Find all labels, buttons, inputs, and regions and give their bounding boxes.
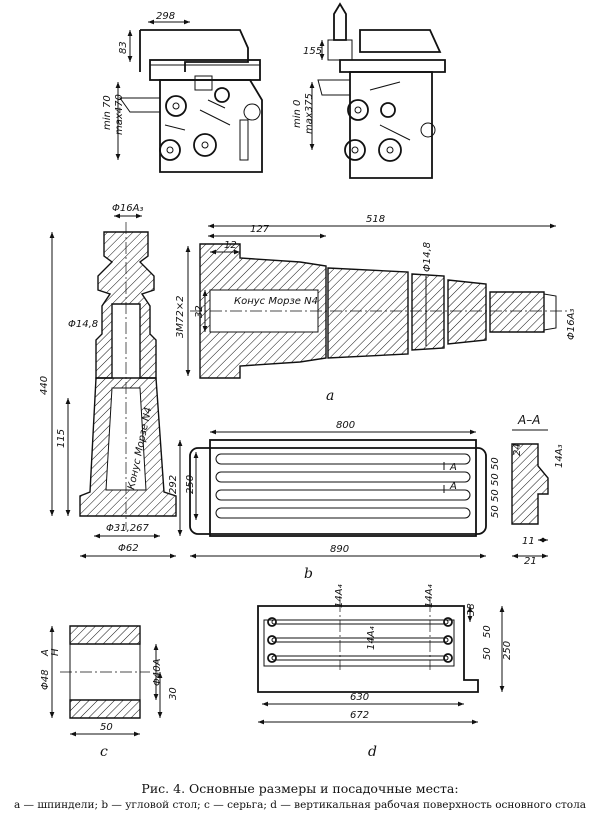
dim-phi62: Φ62 bbox=[118, 543, 139, 554]
dim-14a3: 14A₃ bbox=[554, 444, 565, 468]
dim-50b: 50 bbox=[490, 473, 501, 486]
dim-115: 115 bbox=[56, 429, 67, 448]
dim-890: 890 bbox=[330, 544, 349, 555]
dim-38: 38 bbox=[466, 603, 477, 616]
dim-phi16a3-h: Φ16A₃ bbox=[566, 309, 577, 340]
dim-14a4-3: 14A₄ bbox=[366, 626, 377, 650]
dims-right-view: 155 min 0 max375 bbox=[292, 40, 325, 150]
dim-50-d1: 50 bbox=[482, 625, 493, 638]
figure-caption: Рис. 4. Основные размеры и посадочные ме… bbox=[141, 781, 459, 796]
fit-num: A bbox=[40, 649, 51, 657]
dim-phi148-v: Φ14,8 bbox=[68, 319, 98, 330]
label-c: c bbox=[100, 744, 108, 760]
dim-phi48: Φ48 bbox=[40, 669, 51, 690]
dim-14a4-1: 14A₄ bbox=[334, 584, 345, 608]
dim-127: 127 bbox=[250, 224, 270, 235]
dim-440: 440 bbox=[39, 376, 50, 395]
dim-21: 21 bbox=[524, 556, 537, 567]
vertical-spindle bbox=[79, 222, 177, 530]
dim-max470: max470 bbox=[114, 94, 125, 135]
dim-phi40a: Φ40A bbox=[152, 658, 163, 686]
dim-50c: 50 bbox=[490, 489, 501, 502]
earring bbox=[60, 625, 150, 719]
dims-work-surface: 14A₄ 14A₄ 14A₄ 38 50 50 250 630 672 d bbox=[258, 584, 513, 760]
dim-32: 32 bbox=[194, 305, 205, 318]
dims-earring: Φ48 A H Φ40A 30 50 c bbox=[40, 626, 179, 760]
fit-den: H bbox=[50, 648, 61, 656]
dim-24: 24 bbox=[512, 443, 523, 456]
dim-14a4-2: 14A₄ bbox=[424, 584, 435, 608]
dim-298: 298 bbox=[156, 11, 175, 22]
dim-phi148-h: Φ14,8 bbox=[422, 242, 433, 272]
dim-12: 12 bbox=[224, 240, 237, 251]
dims-horizontal-spindle: 518 127 12 3M72×2 32 Конус Морзе N4 Φ14,… bbox=[175, 214, 577, 404]
section-mark-a2: A bbox=[449, 481, 457, 492]
dim-155: 155 bbox=[303, 46, 322, 57]
label-d: d bbox=[368, 744, 377, 760]
dim-83: 83 bbox=[118, 41, 129, 54]
label-b: b bbox=[304, 566, 313, 582]
dim-min70: min 70 bbox=[102, 95, 113, 130]
machine-view-right bbox=[317, 2, 446, 179]
dims-left-view: 298 83 min 70 max470 bbox=[102, 11, 190, 160]
label-a: a bbox=[326, 388, 334, 404]
dim-50-c: 50 bbox=[100, 722, 113, 733]
dim-800: 800 bbox=[336, 420, 355, 431]
figure-caption-legend: a — шпиндели; b — угловой стол; c — серь… bbox=[13, 799, 587, 811]
dim-11: 11 bbox=[522, 536, 535, 547]
dim-630: 630 bbox=[350, 692, 369, 703]
dims-angle-table: 800 292 250 890 A A 50 50 50 50 A–A 24 1… bbox=[168, 413, 565, 582]
horizontal-spindle bbox=[190, 243, 570, 379]
dim-292: 292 bbox=[168, 475, 179, 494]
dim-min0: min 0 bbox=[292, 100, 303, 128]
spindle-taper-label: Конус Морзе N4 bbox=[234, 296, 318, 307]
section-title: A–A bbox=[517, 413, 540, 427]
dim-518: 518 bbox=[366, 214, 385, 225]
angle-table bbox=[189, 439, 549, 537]
dim-250-d: 250 bbox=[502, 641, 513, 660]
dim-thread: 3M72×2 bbox=[175, 296, 186, 338]
dim-phi31: Φ31,267 bbox=[106, 523, 149, 534]
section-mark-a1: A bbox=[449, 462, 457, 473]
dim-30: 30 bbox=[168, 687, 179, 700]
work-surface bbox=[257, 600, 479, 693]
dim-50-d2: 50 bbox=[482, 647, 493, 660]
drawing-canvas: 298 83 min 70 max470 155 min 0 max375 bbox=[39, 2, 577, 760]
machine-view-left bbox=[119, 29, 263, 173]
dim-672: 672 bbox=[350, 710, 369, 721]
dim-50a: 50 bbox=[490, 457, 501, 470]
dim-50d: 50 bbox=[490, 505, 501, 518]
dim-250: 250 bbox=[185, 475, 196, 494]
dim-max375: max375 bbox=[304, 93, 315, 134]
dim-phi16a3-v: Φ16A₃ bbox=[112, 203, 143, 214]
